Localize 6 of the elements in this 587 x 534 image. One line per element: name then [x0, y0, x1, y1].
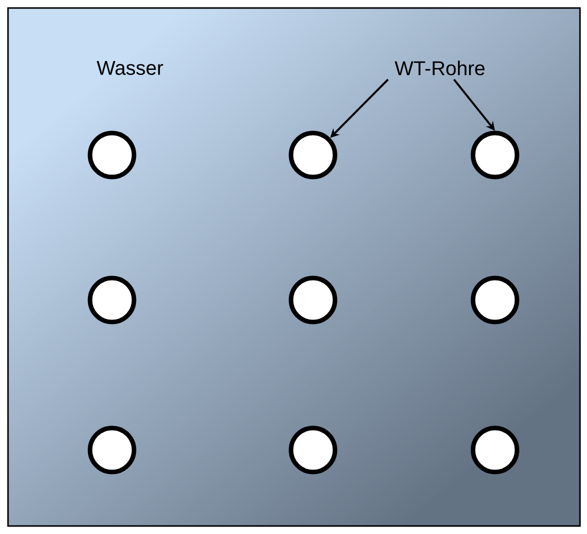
tube-circle: [288, 426, 338, 474]
water-label: Wasser: [96, 61, 164, 75]
tube-circle: [88, 426, 136, 474]
water-panel: [7, 7, 581, 527]
tube-label: WT-Rohre: [394, 60, 484, 76]
tube-circle: [470, 426, 520, 474]
